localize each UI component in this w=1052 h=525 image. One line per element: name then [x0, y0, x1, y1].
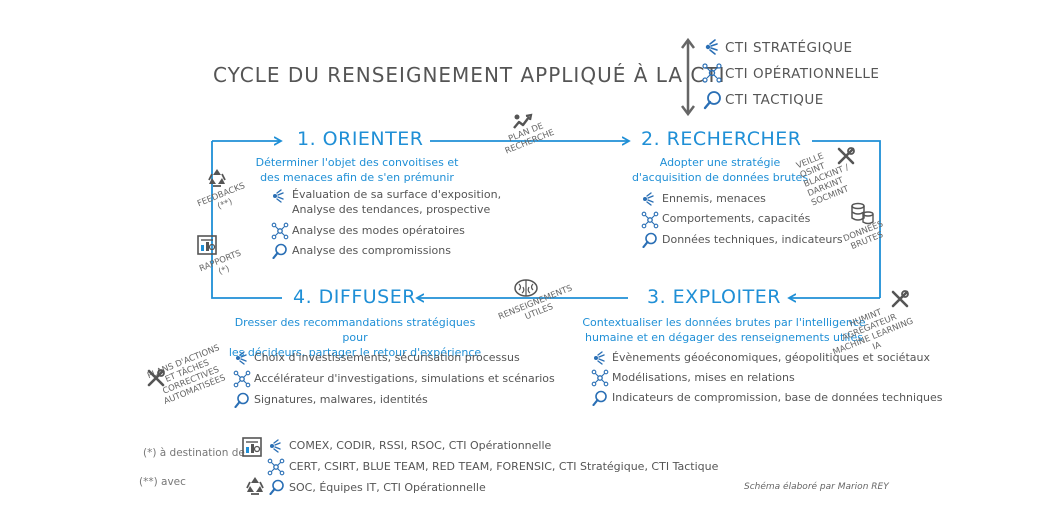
arrow-diffuser-up — [211, 141, 282, 299]
strategic-icon — [705, 39, 718, 55]
orienter-item-3: Analyse des compromissions — [292, 244, 451, 257]
tactical-icon — [642, 232, 657, 248]
recycle-icon — [208, 169, 226, 187]
operational-icon — [267, 458, 285, 476]
stage-rechercher-title: 2. RECHERCHER — [641, 128, 802, 150]
stage-diffuser-desc: Dresser des recommandations stratégiques… — [228, 316, 482, 359]
level-operational: CTI OPÉRATIONNELLE — [725, 66, 880, 82]
stage-orienter-title: 1. ORIENTER — [297, 128, 424, 150]
plan-icon — [513, 113, 533, 129]
page-title: CYCLE DU RENSEIGNEMENT APPLIQUÉ À LA CTI — [213, 63, 726, 87]
exploiter-item-2: Modélisations, mises en relations — [612, 371, 795, 384]
legend-row-reports-strategic: COMEX, CODIR, RSSI, RSOC, CTI Opérationn… — [289, 439, 552, 452]
operational-icon — [702, 63, 722, 83]
level-tactical: CTI TACTIQUE — [725, 92, 824, 108]
database-icon — [851, 202, 874, 225]
operational-icon — [271, 222, 289, 240]
orienter-item-2: Analyse des modes opératoires — [292, 224, 465, 237]
legend-note-feedbacks: (**) avec — [139, 476, 186, 488]
strategic-icon — [270, 439, 281, 453]
credit: Schéma élaboré par Marion REY — [744, 482, 889, 492]
tactical-icon — [234, 392, 249, 408]
orienter-item-1a: Évaluation de sa surface d'exposition, — [292, 188, 502, 201]
stage-orienter-desc: Déterminer l'objet des convoitises et de… — [255, 156, 459, 184]
tools-icon — [891, 290, 909, 308]
tools-icon — [837, 147, 855, 165]
exploiter-item-1: Évènements géoéconomiques, géopolitiques… — [612, 351, 930, 364]
strategic-icon — [643, 192, 654, 206]
tools-icon — [147, 369, 165, 387]
exploiter-item-3: Indicateurs de compromission, base de do… — [612, 391, 943, 404]
level-strategic: CTI STRATÉGIQUE — [725, 40, 853, 56]
tactical-icon — [592, 390, 607, 406]
tactical-icon — [269, 479, 284, 495]
diffuser-item-1: Choix d'investissements, sécurisation pr… — [254, 351, 520, 364]
rechercher-item-1: Ennemis, menaces — [662, 192, 766, 205]
stage-diffuser-title: 4. DIFFUSER — [293, 286, 416, 308]
operational-icon — [591, 369, 609, 387]
stage-rechercher-desc: Adopter une stratégie d'acquisition de d… — [631, 156, 809, 184]
operational-icon — [641, 211, 659, 229]
recycle-icon — [246, 477, 264, 495]
tactical-icon — [703, 91, 721, 110]
brain-icon — [514, 279, 538, 297]
rechercher-item-2: Comportements, capacités — [662, 212, 811, 225]
stage-exploiter-desc: Contextualiser les données brutes par l'… — [582, 316, 866, 344]
rechercher-item-3: Données techniques, indicateurs — [662, 233, 843, 246]
arrow-rechercher-down — [812, 140, 881, 298]
legend-row-reports-operational: CERT, CSIRT, BLUE TEAM, RED TEAM, FORENS… — [289, 460, 719, 473]
strategic-icon — [594, 351, 605, 365]
operational-icon — [233, 370, 251, 388]
diffuser-item-3: Signatures, malwares, identités — [254, 393, 428, 406]
stage-exploiter-title: 3. EXPLOITER — [647, 286, 781, 308]
legend-note-reports: (*) à destination de — [143, 447, 245, 459]
legend-row-feedbacks-tactical: SOC, Équipes IT, CTI Opérationnelle — [289, 481, 486, 494]
orienter-item-1b: Analyse des tendances, prospective — [292, 203, 491, 216]
report-icon — [242, 437, 262, 457]
tactical-icon — [272, 243, 287, 259]
diffuser-item-2: Accélérateur d'investigations, simulatio… — [254, 372, 555, 385]
strategic-icon — [236, 351, 247, 365]
strategic-icon — [273, 189, 284, 203]
report-icon — [197, 235, 217, 255]
